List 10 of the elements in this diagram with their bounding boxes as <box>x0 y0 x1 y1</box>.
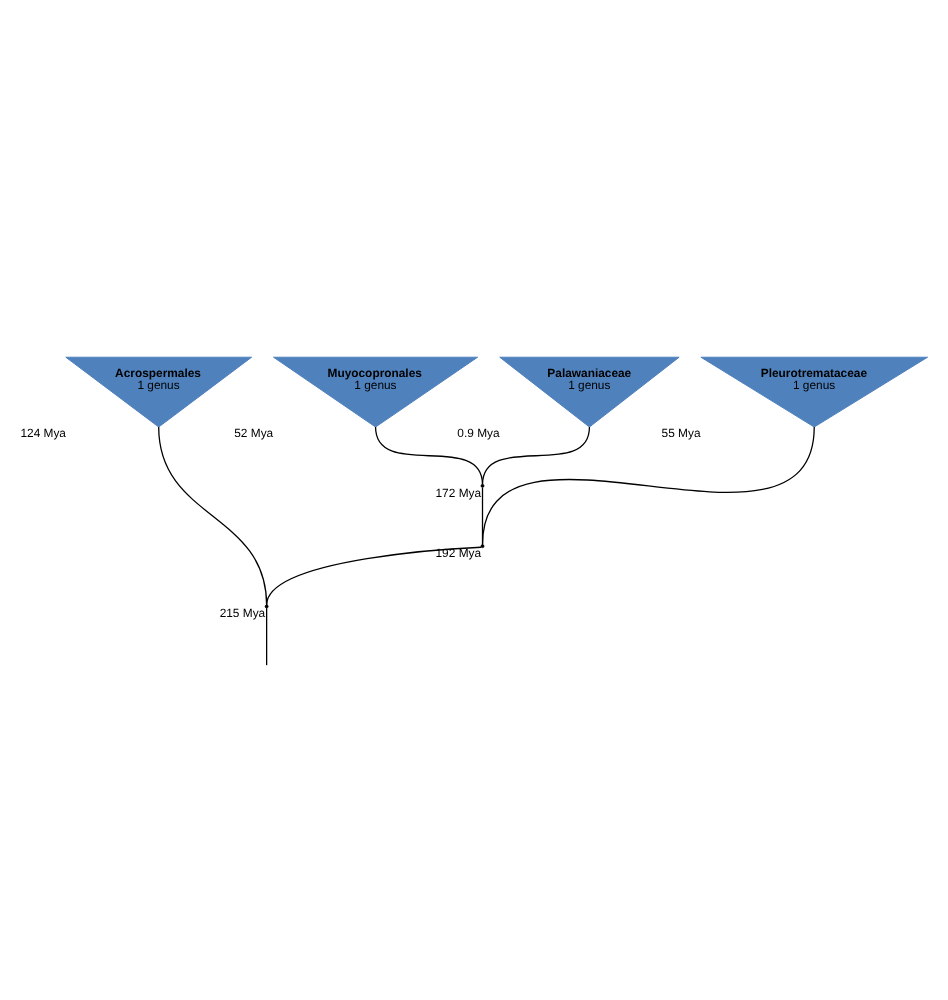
connector <box>481 426 591 486</box>
node-point <box>264 604 269 609</box>
connector <box>481 487 484 546</box>
connector <box>481 426 815 546</box>
connector <box>374 426 484 486</box>
connector <box>266 546 482 606</box>
connector <box>158 426 268 606</box>
node-point <box>480 544 485 549</box>
connector <box>266 607 268 666</box>
node-point <box>480 483 485 488</box>
